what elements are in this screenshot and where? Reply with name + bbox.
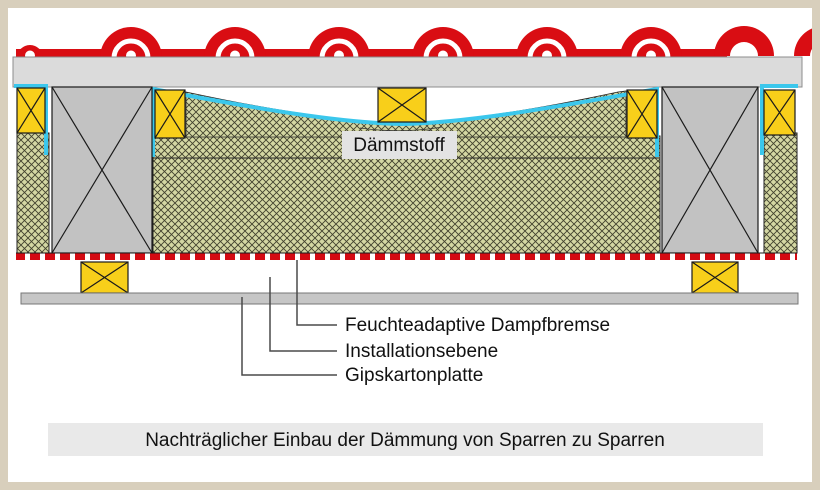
insulation-edge-right (763, 132, 798, 254)
insulation-label-text: Dämmstoff (353, 135, 445, 156)
rafter-right (661, 86, 759, 254)
callout-installation-layer: Installationsebene (345, 341, 498, 362)
roof-tiles (16, 26, 820, 61)
rafter-left (51, 86, 153, 254)
tile-clipped-arc (794, 26, 820, 56)
service-batten-left (80, 261, 129, 294)
vapour-barrier-strip (16, 252, 797, 260)
batten-bay-right (626, 89, 658, 139)
callout-vapour-barrier: Feuchteadaptive Dampfbremse (345, 315, 610, 336)
insulation-label-box: Dämmstoff (342, 131, 457, 159)
roof-sheathing-board (12, 56, 803, 88)
underlay-membrane (14, 84, 798, 157)
insulation-edge-left (16, 132, 50, 254)
tile-open-arc (714, 26, 774, 56)
batten-bay-left (154, 89, 186, 139)
caption-box: Nachträglicher Einbau der Dämmung von Sp… (48, 423, 763, 456)
callout-gypsum-board: Gipskartonplatte (345, 365, 483, 386)
tile-batten-bar (16, 49, 727, 58)
batten-center-hanging (377, 87, 427, 123)
insulation-main-layer (152, 157, 661, 254)
service-batten-right (691, 261, 739, 294)
caption-text: Nachträglicher Einbau der Dämmung von Sp… (145, 430, 665, 451)
callouts (241, 260, 337, 376)
membrane-bay-sag (151, 86, 659, 157)
leader-vapour-barrier (296, 260, 337, 326)
batten-edge-left (16, 87, 46, 134)
membrane-left-edge (14, 84, 48, 155)
leader-installation-layer (269, 277, 337, 352)
gypsum-board (20, 292, 799, 305)
leader-gypsum-board (241, 297, 337, 376)
membrane-right-edge (760, 84, 798, 155)
batten-edge-right (763, 89, 796, 136)
